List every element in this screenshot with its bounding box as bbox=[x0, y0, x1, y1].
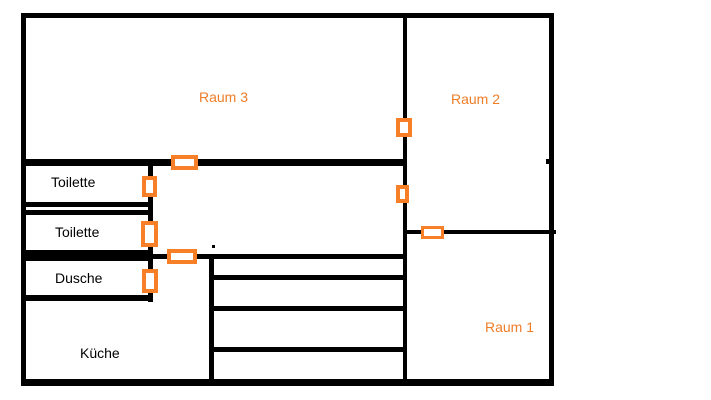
right-wall-tick bbox=[546, 159, 549, 164]
stair-line-2 bbox=[214, 306, 403, 311]
wall-outer-top bbox=[21, 13, 554, 18]
room-label-toilette-bottom: Toilette bbox=[55, 224, 100, 240]
door-marker-corridor bbox=[167, 249, 197, 264]
door-marker-toilette-bottom bbox=[141, 221, 158, 247]
wall-toilette2-bottom bbox=[21, 250, 153, 261]
wall-dusche-bottom bbox=[21, 295, 153, 301]
room-label-kueche: Küche bbox=[80, 345, 120, 361]
room-label-dusche: Dusche bbox=[55, 270, 103, 286]
door-marker-raum1 bbox=[421, 226, 444, 239]
door-marker-raum3-wall bbox=[171, 155, 198, 170]
stair-line-1 bbox=[214, 275, 403, 280]
wall-corridor bbox=[153, 254, 407, 259]
wall-toilette2-top bbox=[21, 210, 153, 215]
wall-raum1-raum2-divider bbox=[407, 230, 556, 234]
wall-outer-left bbox=[21, 13, 26, 386]
room-label-toilette-top: Toilette bbox=[51, 174, 96, 190]
room-label-raum2: Raum 2 bbox=[451, 91, 501, 107]
wall-raum3-bottom bbox=[21, 159, 407, 166]
door-marker-toilette-top bbox=[142, 176, 157, 197]
stray-dot bbox=[212, 245, 215, 248]
room-label-raum3: Raum 3 bbox=[199, 89, 249, 105]
wall-stairs-left-vertical bbox=[209, 254, 214, 386]
wall-outer-right bbox=[549, 13, 554, 386]
door-marker-dusche bbox=[142, 269, 158, 293]
room-label-raum1: Raum 1 bbox=[485, 319, 535, 335]
wall-toilette1-bottom bbox=[21, 202, 153, 207]
door-marker-raum2-lower bbox=[396, 185, 409, 203]
wall-outer-bottom bbox=[21, 379, 554, 386]
stair-line-3 bbox=[214, 347, 403, 352]
door-marker-raum2-upper bbox=[396, 118, 412, 137]
